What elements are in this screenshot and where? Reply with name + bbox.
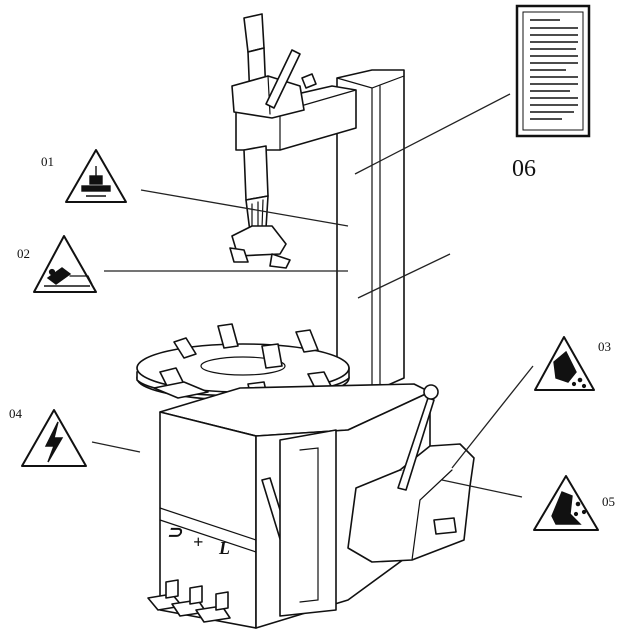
label-05: 05 bbox=[602, 494, 615, 509]
warning-05: 05 bbox=[533, 475, 615, 531]
label-04: 04 bbox=[9, 406, 23, 421]
tire-changer-machine: ⊃ + L bbox=[136, 13, 475, 629]
pedal-mark-left: ⊃ bbox=[167, 522, 183, 542]
pedal-mark-plus: + bbox=[193, 532, 203, 552]
warning-03: 03 bbox=[534, 336, 611, 391]
vertical-column bbox=[336, 69, 405, 399]
label-03: 03 bbox=[598, 339, 611, 354]
entanglement-hazard-icon bbox=[44, 267, 93, 287]
crush-hazard-icon bbox=[81, 166, 111, 197]
leader-lines bbox=[91, 93, 534, 498]
hand-crush-hazard-icon bbox=[551, 491, 587, 525]
warning-01: 01 bbox=[41, 149, 127, 203]
foot-pedals: ⊃ + L bbox=[147, 522, 231, 623]
pedal-mark-right: L bbox=[218, 538, 230, 558]
manual-document-icon bbox=[515, 4, 591, 138]
warning-04: 04 bbox=[9, 406, 87, 467]
turntable bbox=[136, 323, 350, 403]
warning-02: 02 bbox=[17, 235, 97, 293]
label-01: 01 bbox=[41, 154, 54, 169]
hand-pinch-hazard-icon bbox=[553, 350, 587, 389]
electric-shock-icon bbox=[44, 421, 64, 463]
label-02: 02 bbox=[17, 246, 30, 261]
mount-head-assembly bbox=[229, 13, 317, 269]
machine-base bbox=[159, 383, 475, 629]
label-06: 06 bbox=[512, 156, 536, 182]
